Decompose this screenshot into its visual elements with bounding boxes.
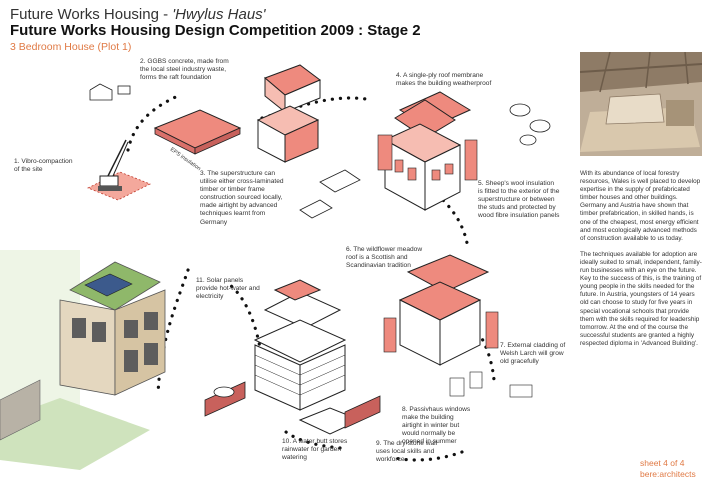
step-label-11: 11. Solar panels provide hot-water and e… xyxy=(196,277,260,301)
step-label-8: 8. Passivhaus windows make the building … xyxy=(402,406,471,446)
step-label-6: 6. The wildflower meadow roof is a Scott… xyxy=(346,246,423,270)
step9-11-house-illustration xyxy=(204,279,381,435)
step6-8-house-illustration xyxy=(383,254,533,398)
rendered-house-illustration xyxy=(0,250,166,470)
step-label-5: 5. Sheep's wool insulation is fitted to … xyxy=(478,180,560,220)
step1-compaction-illustration xyxy=(87,139,151,201)
firm-name: bere:architects xyxy=(640,469,696,479)
step-label-1: 1. Vibro-compaction of the site xyxy=(14,158,73,174)
side-text: With its abundance of local forestry res… xyxy=(580,170,702,356)
page-title: Future Works Housing Design Competition … xyxy=(10,22,421,39)
step-label-3: 3. The superstructure can utilise either… xyxy=(200,170,284,226)
step3-superstructure-illustration xyxy=(256,64,361,219)
step-label-2: 2. GGBS concrete, made from the local st… xyxy=(140,58,229,82)
page-subtitle: 3 Bedroom House (Plot 1) xyxy=(10,41,132,53)
step-label-4: 4. A single-ply roof membrane makes the … xyxy=(396,72,492,88)
header-line1: Future Works Housing - 'Hwylus Haus' xyxy=(10,6,266,23)
step-label-7: 7. External cladding of Welsh Larch will… xyxy=(500,342,566,366)
step-label-9: 9. The dry-stone wall uses local skills … xyxy=(376,440,438,464)
workshop-photo xyxy=(580,52,702,156)
step-label-10: 10. A water butt stores rainwater for ga… xyxy=(282,438,348,462)
side-paragraph-1: With its abundance of local forestry res… xyxy=(580,170,701,242)
step4-5-house-illustration xyxy=(377,91,551,211)
step2-foundation-illustration xyxy=(89,83,242,155)
sheet-number: sheet 4 of 4 xyxy=(640,458,685,468)
side-paragraph-2: The techniques available for adoption ar… xyxy=(580,250,702,347)
